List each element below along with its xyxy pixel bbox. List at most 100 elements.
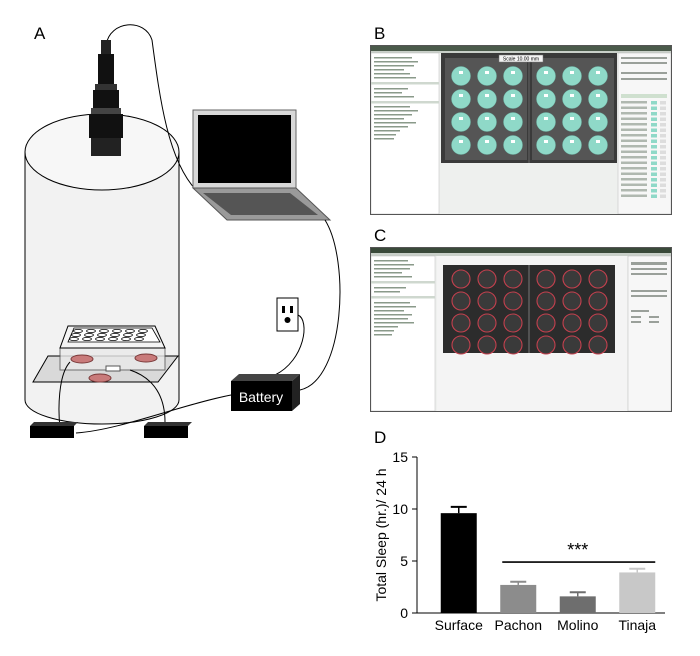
row-swatch [651, 183, 657, 187]
well-red [536, 313, 556, 333]
ir-light-small [105, 365, 121, 372]
laptop-icon [191, 109, 332, 221]
well-red [477, 269, 497, 289]
mini-well [71, 333, 81, 337]
mini-well [123, 333, 133, 337]
well-cyan [503, 112, 523, 132]
x-tick-label: Pachon [495, 617, 542, 633]
well-red [536, 291, 556, 311]
well-red [477, 335, 497, 355]
well-red [562, 313, 582, 333]
well-cyan [451, 89, 471, 109]
well-marker [511, 117, 515, 120]
well-cyan [451, 66, 471, 86]
well-cyan [503, 135, 523, 155]
well-marker [570, 140, 574, 143]
mini-well [82, 337, 92, 341]
right-pane-rows [621, 57, 667, 198]
well-cyan [477, 66, 497, 86]
plate-b-wells [445, 55, 614, 163]
row-swatch [651, 189, 657, 193]
outlet-battery-cable [274, 314, 305, 376]
well-cyan [588, 112, 608, 132]
well-red [451, 269, 471, 289]
row-swatch [651, 156, 657, 160]
well-red [477, 291, 497, 311]
well-marker [459, 71, 463, 74]
light-box-right [144, 422, 192, 438]
ir-light-right [134, 353, 158, 363]
well-red [562, 291, 582, 311]
well-marker [459, 94, 463, 97]
light-cable-right [129, 369, 166, 423]
mini-well [110, 333, 120, 337]
row-swatch [651, 145, 657, 149]
well-cyan [588, 89, 608, 109]
row-swatch [651, 106, 657, 110]
well-marker [544, 140, 548, 143]
well-cyan [536, 112, 556, 132]
significance-stars: *** [567, 540, 588, 560]
well-red [536, 269, 556, 289]
mini-well [134, 337, 144, 341]
well-marker [570, 71, 574, 74]
mini-well [112, 329, 122, 333]
well-marker [485, 71, 489, 74]
well-red [451, 313, 471, 333]
row-swatch [651, 123, 657, 127]
chart-bars [440, 505, 656, 613]
well-marker [596, 117, 600, 120]
mini-well [97, 333, 107, 337]
scale-bar-box [498, 54, 544, 63]
well-red [588, 335, 608, 355]
well-cyan [562, 135, 582, 155]
well-cyan [451, 135, 471, 155]
well-red [588, 313, 608, 333]
well-cyan [477, 112, 497, 132]
mini-well [108, 337, 118, 341]
mini-well [121, 337, 131, 341]
well-cyan [451, 112, 471, 132]
mini-well [138, 329, 148, 333]
well-cyan [503, 66, 523, 86]
well-marker [459, 117, 463, 120]
well-marker [544, 71, 548, 74]
camera-icon [89, 40, 123, 156]
mini-well [99, 329, 109, 333]
mini-well [125, 329, 135, 333]
y-tick-label: 15 [392, 449, 408, 465]
y-axis-label: Total Sleep (hr.)/ 24 h [373, 468, 389, 601]
well-marker [459, 140, 463, 143]
well-red [451, 291, 471, 311]
well-red [503, 335, 523, 355]
well-red [503, 291, 523, 311]
well-red [588, 291, 608, 311]
well-red [588, 269, 608, 289]
well-marker [511, 140, 515, 143]
panel-c-screenshot [370, 247, 672, 412]
well-red [536, 335, 556, 355]
well-marker [544, 94, 548, 97]
tree-pane-lines-c [371, 260, 435, 336]
well-marker [570, 117, 574, 120]
bar-tinaja [619, 572, 656, 613]
mini-well [69, 337, 79, 341]
well-cyan [536, 66, 556, 86]
row-swatch [651, 134, 657, 138]
y-tick-label: 10 [392, 501, 408, 517]
laptop-battery-cable [299, 219, 341, 391]
plate-c-wells [451, 265, 608, 355]
well-marker [485, 94, 489, 97]
row-swatch [651, 101, 657, 105]
mini-well [136, 333, 146, 337]
battery-icon [231, 374, 300, 411]
well-plate-icon [67, 327, 161, 343]
well-marker [511, 94, 515, 97]
row-swatch [651, 112, 657, 116]
well-cyan [588, 135, 608, 155]
panel-d-label: D [374, 428, 387, 447]
scale-bar-text: Scale 10.00 mm [503, 57, 539, 63]
mini-well [86, 329, 96, 333]
